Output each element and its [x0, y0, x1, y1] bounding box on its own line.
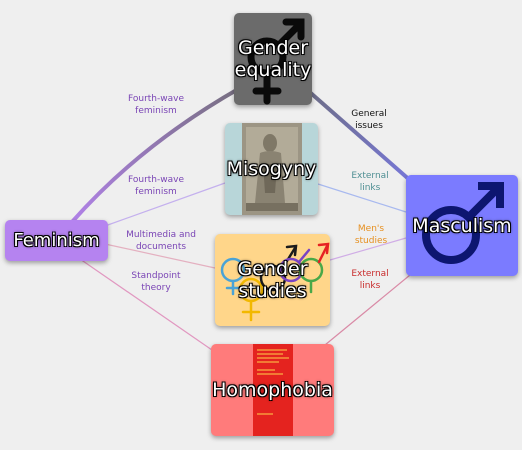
edge-feminism-homophobia[interactable] [79, 258, 213, 351]
node-feminism[interactable]: Feminism [5, 220, 108, 261]
edge-label: Multimedia and documents [126, 230, 196, 252]
node-gender-studies[interactable]: Gender studies [215, 234, 330, 326]
node-label: Misogyny [226, 158, 317, 180]
node-label: Feminism [13, 230, 100, 251]
node-gender-equality[interactable]: Gender equality [234, 13, 312, 105]
edge-homophobia-masculism[interactable] [324, 274, 411, 346]
node-masculism[interactable]: Masculism [406, 175, 518, 276]
node-label: Homophobia [212, 379, 333, 401]
male-symbol-icon [422, 182, 504, 264]
edge-feminism-gender-equality[interactable] [70, 86, 241, 224]
edge-feminism-misogyny[interactable] [104, 182, 226, 227]
edge-label: General issues [351, 109, 387, 131]
edge-label: Men's studies [354, 224, 388, 246]
edge-feminism-gender-studies[interactable] [104, 243, 216, 269]
node-label: Gender equality [234, 37, 312, 81]
statue-image-icon [242, 123, 302, 215]
edge-label: External links [351, 171, 389, 193]
edge-misogyny-masculism[interactable] [317, 183, 407, 213]
node-homophobia[interactable]: Homophobia [211, 344, 334, 436]
gender-symbols-icon [220, 242, 330, 322]
edge-label: External links [351, 269, 389, 291]
edge-label: Fourth-wave feminism [128, 94, 184, 116]
gender-equality-symbol-icon [247, 18, 305, 105]
book-cover-image-icon [253, 344, 293, 436]
edge-gender-studies-masculism[interactable] [329, 237, 407, 261]
edge-label: Standpoint theory [131, 271, 181, 293]
node-label: Masculism [412, 214, 512, 237]
edge-gender-equality-masculism[interactable] [303, 86, 414, 184]
node-misogyny[interactable]: Misogyny [225, 123, 318, 215]
node-label: Gender studies [237, 258, 308, 302]
edge-label: Fourth-wave feminism [128, 175, 184, 197]
